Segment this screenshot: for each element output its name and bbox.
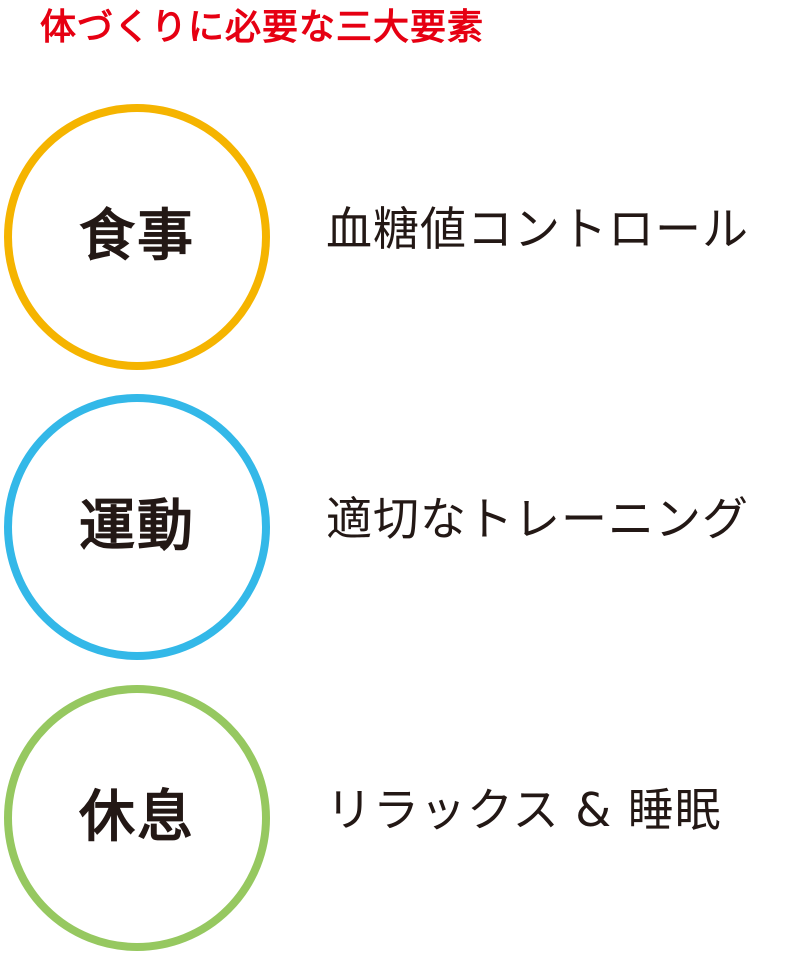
element-meal: 食事 血糖値コントロール — [0, 104, 800, 374]
exercise-description: 適切なトレーニング — [326, 492, 749, 546]
rest-description: リラックス & 睡眠 — [326, 783, 722, 837]
meal-label: 食事 — [79, 204, 195, 269]
exercise-label: 運動 — [79, 494, 195, 559]
page-title: 体づくりに必要な三大要素 — [40, 7, 485, 48]
meal-description: 血糖値コントロール — [326, 202, 749, 256]
element-rest: 休息 リラックス & 睡眠 — [0, 685, 800, 955]
rest-ring: 休息 — [4, 685, 270, 951]
element-exercise: 運動 適切なトレーニング — [0, 394, 800, 664]
meal-ring: 食事 — [4, 104, 270, 370]
rest-label: 休息 — [79, 785, 195, 850]
exercise-ring: 運動 — [4, 394, 270, 660]
